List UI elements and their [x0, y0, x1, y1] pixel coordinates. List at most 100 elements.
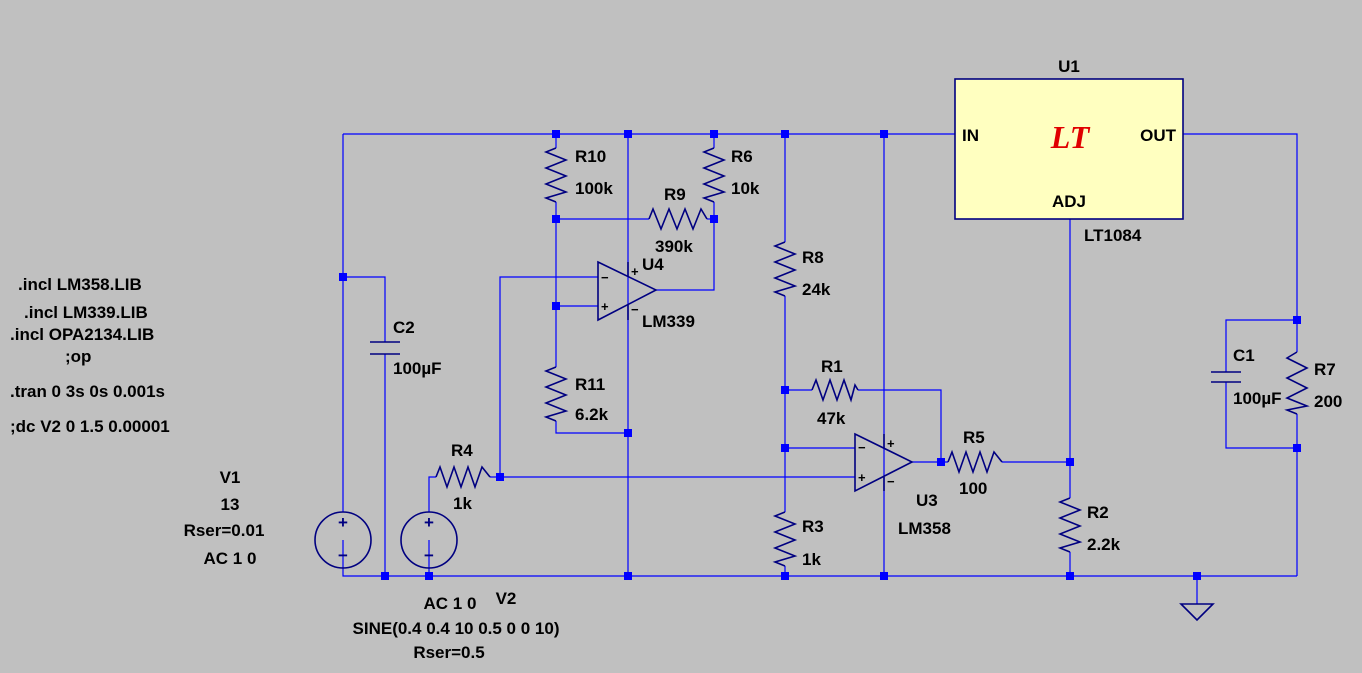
resistor-r8[interactable]: R8 24k [772, 241, 831, 299]
regulator-pin-out: OUT [1140, 126, 1177, 145]
junction-dot [937, 458, 945, 466]
regulator-pin-adj: ADJ [1052, 192, 1086, 211]
resistor-r6[interactable]: R6 10k [701, 147, 760, 203]
resistor-r6-value: 10k [731, 179, 760, 198]
resistor-r10[interactable]: R10 100k [543, 147, 613, 203]
resistor-r3-zigzag[interactable] [772, 511, 798, 567]
opamp-u4-minus-input-mark: + [601, 299, 609, 314]
regulator-body[interactable] [954, 78, 1184, 220]
opamp-u3-minus-pin: − [887, 474, 895, 489]
ground-symbol[interactable] [1179, 603, 1215, 622]
wire-bottom-rail [342, 540, 1297, 577]
resistor-r5-zigzag[interactable] [947, 449, 1003, 475]
junction-dot [781, 130, 789, 138]
opamp-u4-body[interactable] [597, 260, 658, 322]
junction-dot [710, 130, 718, 138]
resistor-r8-zigzag[interactable] [772, 241, 798, 297]
wire-node500-up [499, 276, 598, 477]
capacitor-c2[interactable]: C2 100µF [370, 318, 442, 378]
v1-rser: Rser=0.01 [184, 521, 265, 540]
ground-icon[interactable] [1179, 603, 1215, 622]
opamp-u4-plus-pin: + [631, 264, 639, 279]
junction-dot [1293, 316, 1301, 324]
opamp-u3[interactable]: + − − + U3 LM358 [854, 432, 951, 538]
junction-dot [1193, 572, 1201, 580]
resistor-r11-value: 6.2k [575, 405, 609, 424]
capacitor-c1-plates[interactable] [1211, 371, 1241, 383]
capacitor-c2-value: 100µF [393, 359, 442, 378]
resistor-r10-ref: R10 [575, 147, 606, 166]
resistor-r9-value: 390k [655, 237, 693, 256]
junction-dot [624, 572, 632, 580]
capacitor-c1-value: 100µF [1233, 389, 1282, 408]
junction-dot [381, 572, 389, 580]
resistor-r9-ref: R9 [664, 185, 686, 204]
opamp-u4-ref: U4 [642, 255, 664, 274]
directive-incl-lm339[interactable]: .incl LM339.LIB [24, 303, 148, 322]
junction-dot [552, 215, 560, 223]
resistor-r11-ref: R11 [575, 375, 605, 394]
resistor-r6-ref: R6 [731, 147, 753, 166]
resistor-r3[interactable]: R3 1k [772, 511, 824, 569]
v2-rser: Rser=0.5 [413, 643, 484, 662]
v2-ref: V2 [496, 589, 517, 608]
junction-dot [880, 572, 888, 580]
junction-dot [624, 429, 632, 437]
voltage-source-v1[interactable]: + − V1 13 Rser=0.01 AC 1 0 [184, 468, 372, 569]
voltage-source-v2-symbol[interactable] [400, 511, 458, 569]
wire-c1-top [1225, 319, 1297, 372]
junction-dot [781, 444, 789, 452]
directive-incl-opa2134[interactable]: .incl OPA2134.LIB [10, 325, 154, 344]
opamp-u3-ref: U3 [916, 491, 938, 510]
resistor-r4-zigzag[interactable] [435, 464, 491, 490]
opamp-u4-part: LM339 [642, 312, 695, 331]
junction-dot [710, 215, 718, 223]
v1-ref: V1 [220, 468, 241, 487]
opamp-u4[interactable]: + − − + U4 LM339 [597, 255, 695, 331]
regulator-u1[interactable]: U1 IN OUT ADJ LT1084 LT [954, 57, 1184, 245]
resistor-r1-zigzag[interactable] [811, 377, 859, 403]
opamp-u3-plus-pin: + [887, 436, 895, 451]
resistor-r10-zigzag[interactable] [543, 147, 569, 203]
resistor-r9[interactable]: R9 390k [648, 185, 708, 256]
directive-tran[interactable]: .tran 0 3s 0s 0.001s [10, 382, 165, 401]
resistor-r9-zigzag[interactable] [648, 206, 708, 232]
resistor-r5[interactable]: R5 100 [947, 428, 1003, 498]
resistor-r1-value: 47k [817, 409, 846, 428]
resistor-r11[interactable]: R11 6.2k [543, 366, 609, 424]
capacitor-c1[interactable]: C1 100µF [1211, 346, 1282, 408]
logo-text: LT [1050, 119, 1091, 155]
resistor-r4-ref: R4 [451, 441, 473, 460]
voltage-source-v2[interactable]: + − V2 AC 1 0 SINE(0.4 0.4 10 0.5 0 0 10… [353, 511, 560, 662]
wire-out [1183, 133, 1298, 352]
junction-dot [552, 302, 560, 310]
resistor-r5-ref: R5 [963, 428, 985, 447]
opamp-u3-minus-input-mark: − [858, 440, 866, 455]
opamp-u3-plus-input-mark: + [858, 470, 866, 485]
junction-dot [339, 273, 347, 281]
wire-r11-bottom [555, 421, 628, 434]
resistor-r7[interactable]: R7 200 [1284, 351, 1342, 415]
resistor-r1[interactable]: R1 47k [811, 357, 859, 428]
resistor-r4[interactable]: R4 1k [435, 441, 491, 513]
resistor-r11-zigzag[interactable] [543, 366, 569, 422]
junction-dot [781, 572, 789, 580]
junctions [339, 130, 1301, 580]
resistor-r2[interactable]: R2 2.2k [1057, 497, 1121, 554]
wire-c2-branch [343, 276, 386, 342]
resistor-r2-zigzag[interactable] [1057, 497, 1083, 553]
resistor-r7-zigzag[interactable] [1284, 351, 1310, 415]
junction-dot [781, 386, 789, 394]
directive-incl-lm358[interactable]: .incl LM358.LIB [18, 275, 142, 294]
v2-minus-sign: − [424, 546, 434, 565]
v1-value: 13 [221, 495, 240, 514]
directive-op[interactable]: ;op [65, 347, 91, 366]
voltage-source-v1-symbol[interactable] [314, 511, 372, 569]
wire-r1-right [858, 389, 942, 462]
junction-dot [496, 473, 504, 481]
resistor-r7-value: 200 [1314, 392, 1342, 411]
directive-dc[interactable]: ;dc V2 0 1.5 0.00001 [10, 417, 170, 436]
resistor-r6-zigzag[interactable] [701, 147, 727, 203]
capacitor-c2-plates[interactable] [370, 341, 400, 355]
